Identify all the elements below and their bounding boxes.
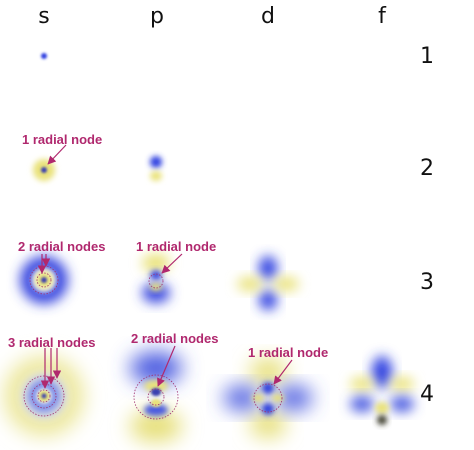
orbital-4d [224, 358, 312, 438]
row-header-3: 3 [420, 270, 434, 295]
column-header-d: d [261, 4, 275, 29]
orbital-3s [20, 256, 68, 304]
arrow-4d [273, 359, 293, 385]
orbital-4p [130, 352, 182, 442]
orbital-3d [237, 256, 299, 310]
arrow-2s [47, 144, 67, 165]
label-4s-radial-nodes: 3 radial nodes [8, 335, 96, 350]
annotation-arrows [37, 144, 293, 389]
orbital-2p [150, 156, 162, 181]
label-4d-radial-node: 1 radial node [248, 345, 329, 360]
label-3s-radial-nodes: 2 radial nodes [18, 239, 106, 254]
orbital-4f [350, 356, 414, 425]
orbital-4s [4, 356, 84, 436]
label-2s-radial-nodes: 1 radial node [22, 132, 103, 147]
label-3p-radial-node: 1 radial node [136, 239, 217, 254]
column-header-p: p [150, 4, 164, 29]
row-header-2: 2 [420, 156, 434, 181]
column-header-f: f [378, 4, 386, 29]
orbital-2s [33, 159, 55, 181]
arrow-3p [161, 253, 183, 274]
orbital-3p [142, 254, 170, 303]
label-4p-radial-nodes: 2 radial nodes [131, 331, 219, 346]
row-header-4: 4 [420, 382, 434, 407]
column-header-s: s [38, 4, 50, 29]
row-header-1: 1 [420, 44, 434, 69]
orbital-1s [41, 53, 47, 59]
arrow-4p [157, 345, 176, 387]
